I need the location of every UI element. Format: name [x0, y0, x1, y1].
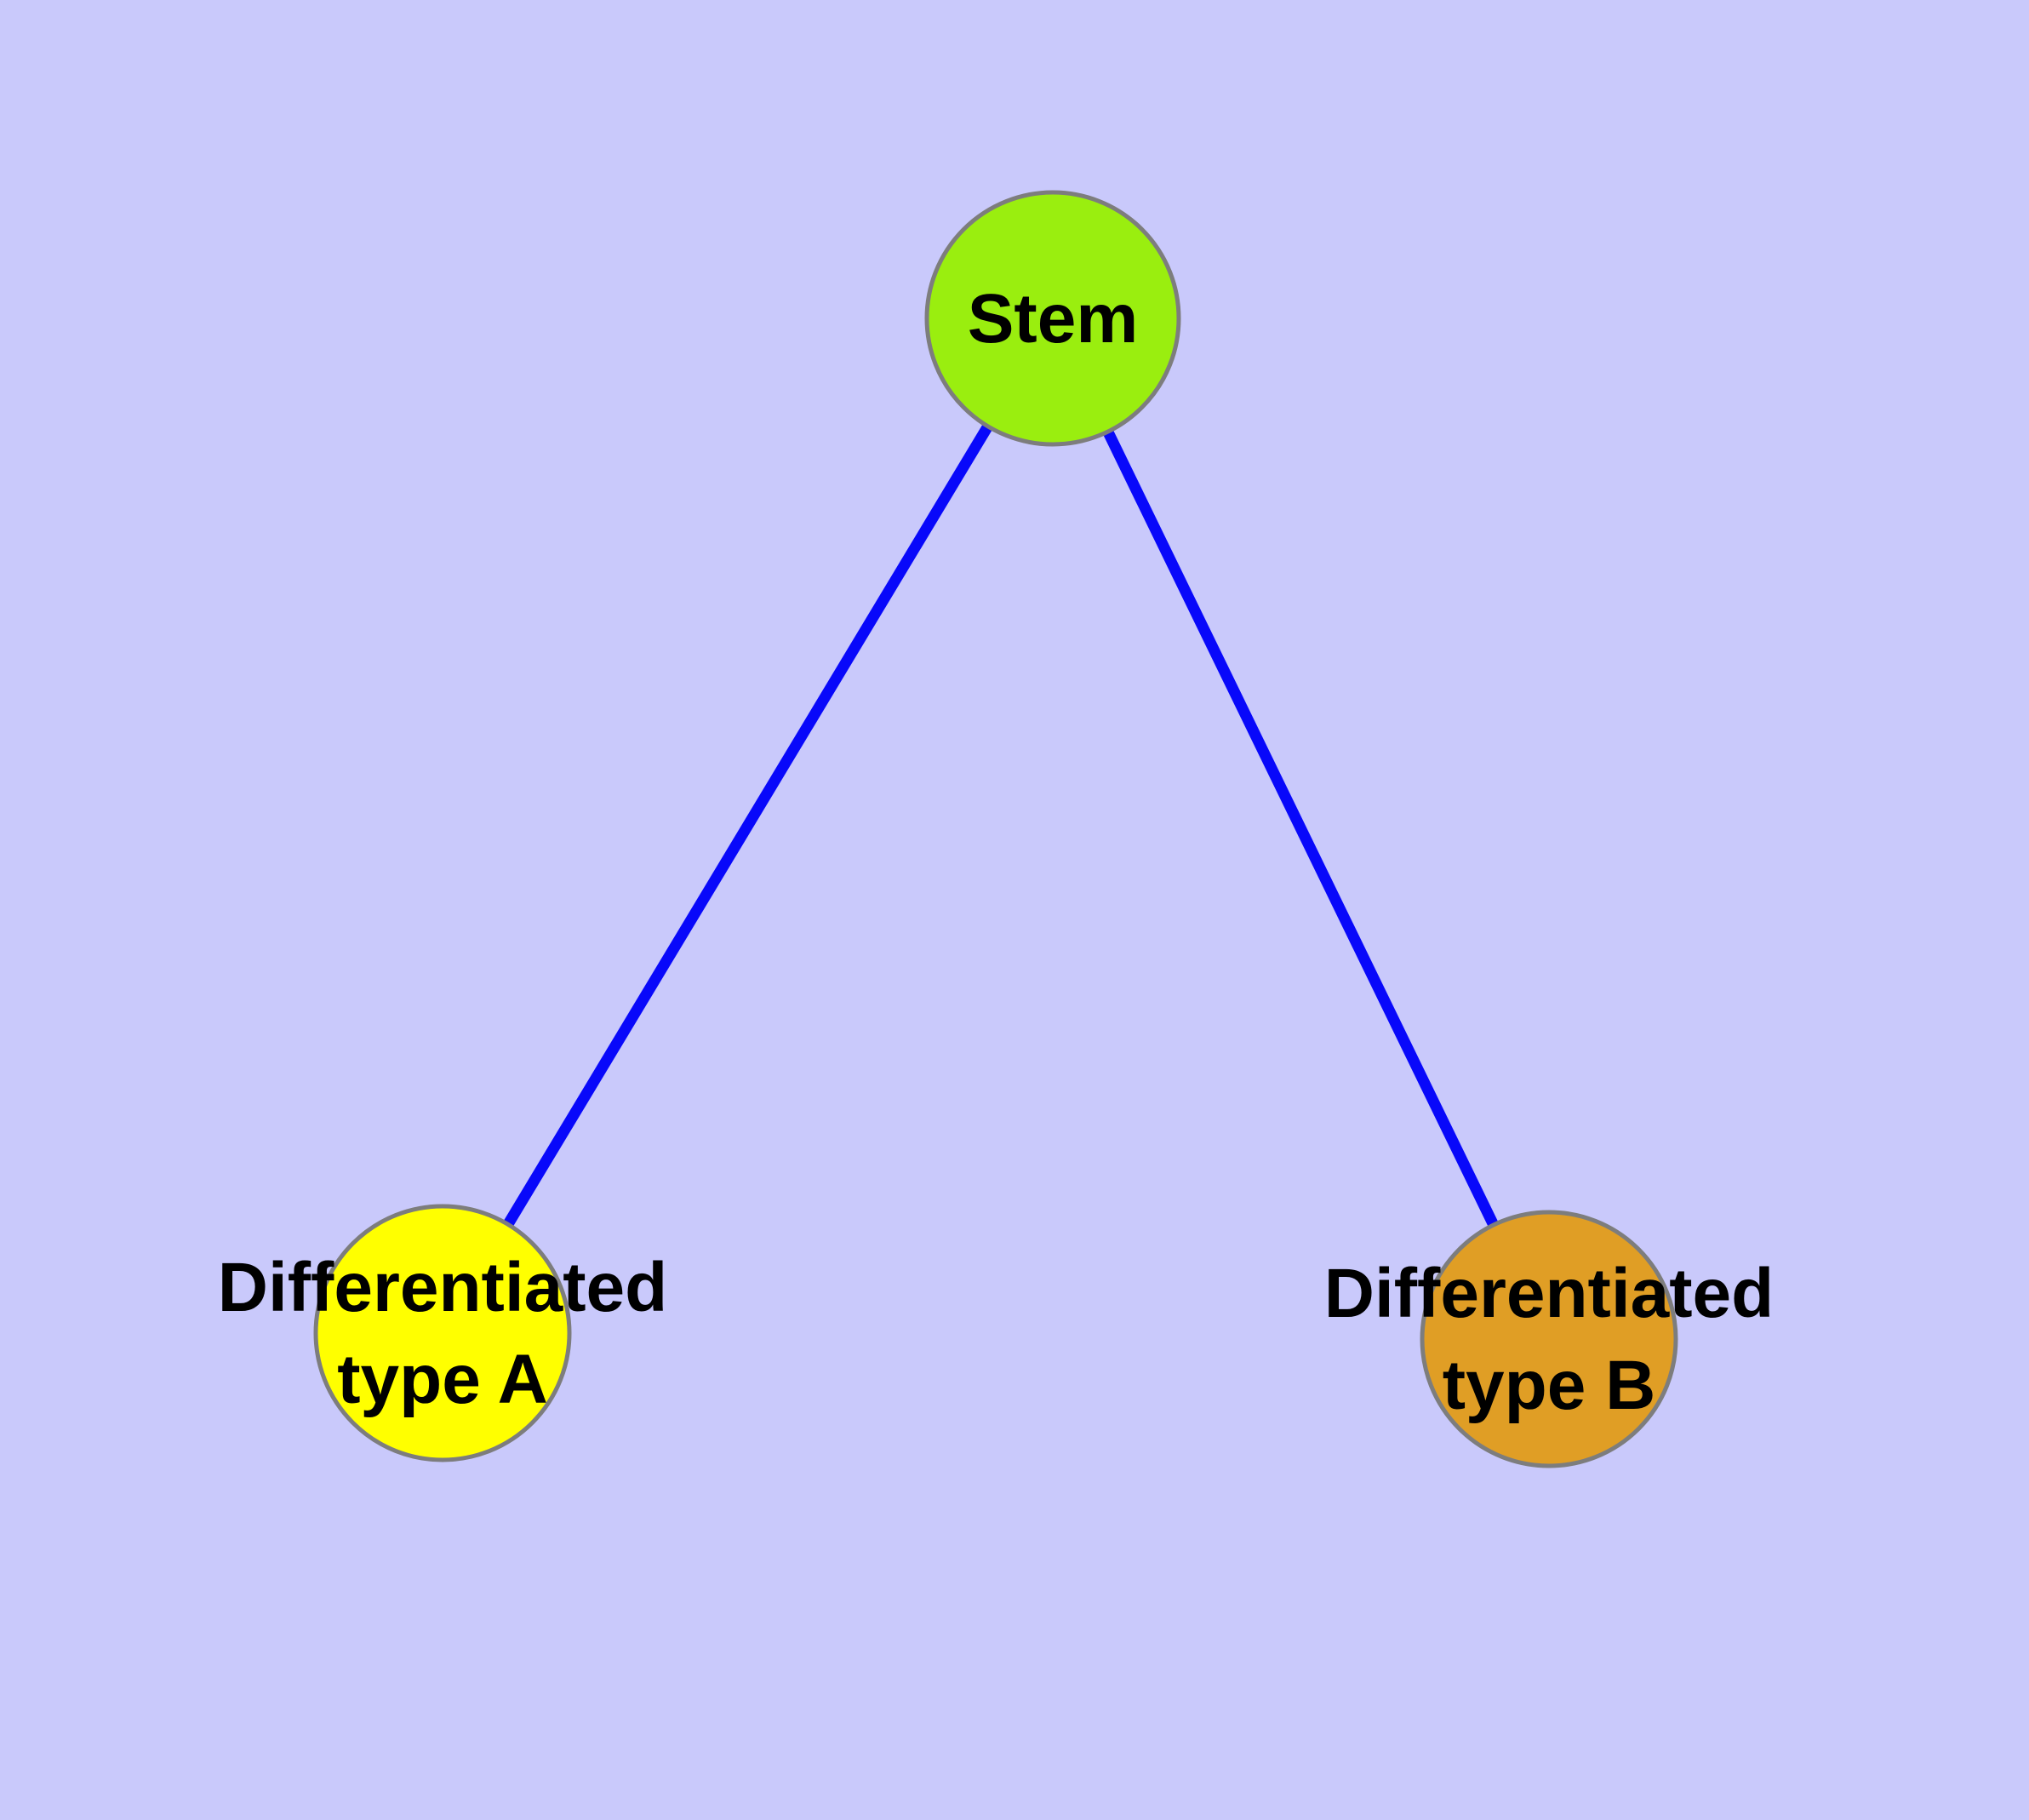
node-differentiated-type-b-circle — [1420, 1210, 1678, 1468]
node-stem: Stem — [924, 190, 1181, 447]
node-differentiated-type-a-label-line: type A — [337, 1341, 548, 1418]
edge-stem-to-differentiated-type-a — [437, 315, 1058, 1336]
node-stem-label-line: Stem — [968, 280, 1139, 358]
node-stem-circle — [924, 190, 1181, 447]
node-differentiated-type-b-label: Differentiated type B — [1324, 1255, 1775, 1424]
node-differentiated-type-b-label-line: type B — [1443, 1347, 1656, 1424]
edge-stem-to-differentiated-type-b — [1048, 316, 1554, 1342]
node-differentiated-type-b-label-line: Differentiated — [1324, 1255, 1775, 1332]
node-stem-label: Stem — [968, 280, 1139, 358]
node-differentiated-type-a-label-line: Differentiated — [218, 1249, 668, 1326]
node-differentiated-type-a-circle — [313, 1204, 572, 1462]
node-differentiated-type-b: Differentiated type B — [1324, 1210, 1775, 1468]
node-differentiated-type-a-label: Differentiated type A — [218, 1249, 668, 1418]
node-differentiated-type-a: Differentiated type A — [218, 1204, 668, 1462]
